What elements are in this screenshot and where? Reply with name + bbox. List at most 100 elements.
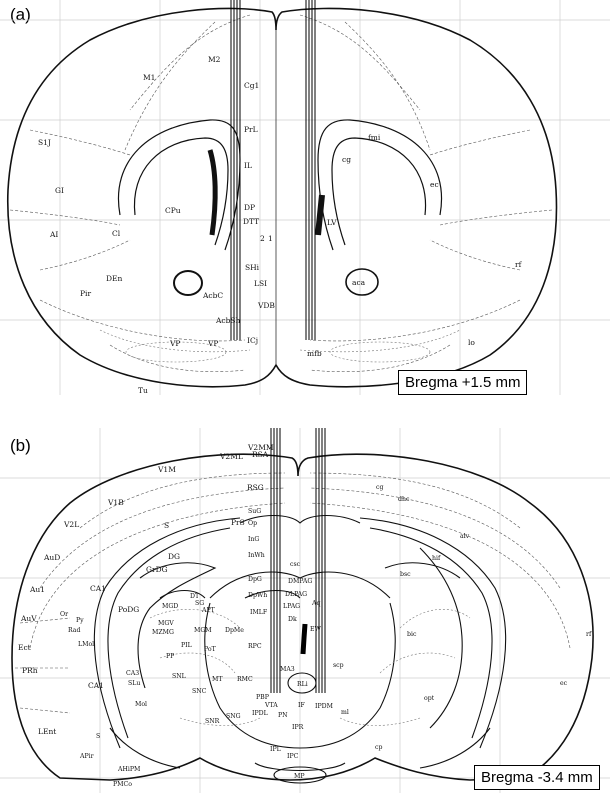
label-MZMG: MZMG — [152, 629, 174, 636]
label-IF: IF — [298, 702, 305, 709]
panel-b-right-hippocampus — [359, 517, 507, 769]
label-Mol: Mol — [135, 701, 147, 708]
label-Au1: Au1 — [29, 585, 45, 594]
label-InG: InG — [248, 536, 259, 543]
label-IPC: IPC — [287, 753, 299, 760]
label-PP: PP — [166, 653, 174, 660]
label-scp: scp — [333, 662, 344, 669]
label-ec: ec — [560, 680, 568, 687]
label-V2L: V2L — [63, 520, 79, 529]
label-LSI: LSI — [254, 279, 267, 288]
label-S-bot: S — [96, 733, 100, 740]
label-MGV: MGV — [158, 620, 174, 627]
label-IPDM: IPDM — [315, 703, 334, 710]
label-SNR: SNR — [205, 718, 220, 725]
label-Or: Or — [60, 611, 68, 618]
label-fmi: fmi — [368, 133, 381, 142]
label-MGM: MGM — [194, 627, 212, 634]
label-PMCo: PMCo — [113, 781, 132, 788]
panel-b-bregma-label: Bregma -3.4 mm — [474, 765, 600, 790]
label-MT: MT — [212, 676, 223, 683]
label-Aq: Aq — [311, 600, 320, 607]
label-RPC: RPC — [248, 643, 262, 650]
label-AcbSh: AcbSh — [215, 316, 241, 325]
panel-a-right-white-matter — [315, 119, 442, 251]
label-SLu: SLu — [128, 680, 140, 687]
label-MP: MP — [294, 773, 305, 780]
label-LMol: LMol — [78, 641, 94, 648]
panel-a-ventral-contours — [99, 329, 461, 363]
panel-b-grid — [0, 428, 610, 793]
label-SNG: SNG — [226, 713, 241, 720]
label-rf: rf — [515, 260, 523, 269]
label-Tu: Tu — [138, 386, 148, 395]
panel-b-aqueduct-mark — [300, 623, 308, 655]
label-PN: PN — [278, 712, 288, 719]
panel-a-region-borders — [9, 14, 553, 373]
label-aca: aca — [352, 278, 366, 287]
label-Op: Op — [248, 520, 257, 527]
label-DTT: DTT — [243, 217, 259, 226]
label-num-1: 1 — [268, 234, 273, 243]
label-IMLF: IMLF — [250, 609, 268, 616]
label-CA1-lower: CA1 — [88, 681, 104, 690]
label-GI: GI — [55, 186, 64, 195]
label-M2: M2 — [208, 55, 221, 64]
label-SNC: SNC — [192, 688, 207, 695]
panel-a-electrode-tracks — [230, 0, 316, 340]
label-SuG: SuG — [248, 508, 261, 515]
label-DpG: DpG — [248, 576, 262, 583]
label-csc: csc — [290, 561, 301, 568]
label-S1J: S1J — [38, 138, 51, 147]
label-IPR: IPR — [292, 724, 304, 731]
label-PIL: PIL — [181, 642, 192, 649]
label-mfb: mfb — [307, 349, 322, 358]
panel-b-coronal-section: (b) — [0, 428, 610, 793]
label-ec: ec — [430, 180, 439, 189]
label-V2ML: V2ML — [219, 452, 243, 461]
panel-a-brain-outline — [6, 7, 558, 388]
label-PrL: PrL — [244, 125, 258, 134]
label-rf: rf — [586, 631, 592, 638]
panel-b-left-hippocampus — [93, 517, 241, 769]
label-CA3: CA3 — [126, 670, 139, 677]
label-DpMe: DpMe — [225, 627, 244, 634]
panel-a-grid — [0, 0, 610, 395]
label-DpWh: DpWh — [248, 592, 267, 599]
label-DEn: DEn — [106, 274, 122, 283]
label-MGD: MGD — [162, 603, 178, 610]
panel-b-letter: (b) — [10, 436, 31, 455]
label-AcbC: AcbC — [202, 291, 223, 300]
panel-a-bregma-label: Bregma +1.5 mm — [398, 370, 528, 395]
label-V1B: V1B — [107, 498, 124, 507]
label-SNL: SNL — [172, 673, 186, 680]
label-GrDG: GrDG — [146, 565, 168, 574]
label-RSG: RSG — [247, 483, 264, 492]
label-V1M: V1M — [157, 465, 176, 474]
panel-b-brain-outline — [11, 453, 594, 781]
label-alv: alv — [460, 533, 470, 540]
panel-a-coronal-section: (a) — [0, 0, 610, 395]
label-num-2: 2 — [260, 234, 265, 243]
label-S-top: S — [164, 521, 169, 530]
label-CPu: CPu — [165, 206, 181, 215]
panel-b-cortex-layers — [15, 472, 571, 714]
label-PoDG: PoDG — [118, 605, 139, 614]
label-RSA: RSA — [252, 450, 269, 459]
label-cg: cg — [342, 155, 351, 164]
panel-a-letter: (a) — [10, 5, 31, 24]
panel-b-internal-contours — [149, 608, 471, 726]
label-IPL: IPL — [270, 746, 281, 753]
label-VDB: VDB — [257, 301, 275, 310]
label-AHiPM: AHiPM — [117, 766, 141, 773]
label-ICj: ICj — [247, 336, 258, 345]
panel-a-aca-left — [173, 270, 203, 296]
panel-b-drawing: V1M V2ML V2MM RSA RSG V1B V2L AuD Au1 Au… — [0, 428, 610, 793]
label-DT: DT — [190, 593, 200, 600]
label-VP-left: VP — [169, 339, 180, 348]
label-LEnt: LEnt — [38, 727, 56, 736]
label-Dk: Dk — [288, 616, 297, 623]
label-APir: APir — [79, 753, 94, 760]
label-IL: IL — [244, 161, 252, 170]
label-RMC: RMC — [237, 676, 253, 683]
